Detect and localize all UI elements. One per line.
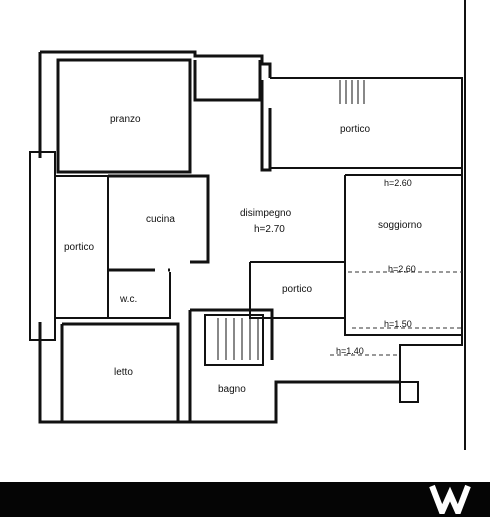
label-portico-mid: portico bbox=[282, 284, 312, 295]
label-soggiorno-height-top: h=2.60 bbox=[384, 178, 412, 188]
room-labels: pranzo portico portico cucina disimpegno… bbox=[64, 114, 422, 395]
walls bbox=[29, 0, 466, 450]
outer-wall bbox=[38, 50, 272, 158]
label-cucina: cucina bbox=[146, 214, 175, 225]
watermark-logo bbox=[429, 484, 471, 514]
label-portico-left: portico bbox=[64, 242, 94, 253]
wall-wc bbox=[107, 270, 171, 319]
label-soggiorno-height-low: h=1.50 bbox=[384, 319, 412, 329]
label-step-height: h=1.40 bbox=[336, 346, 364, 356]
stair-treads bbox=[217, 318, 259, 360]
step-box bbox=[399, 381, 419, 403]
wall-bagno bbox=[188, 308, 274, 422]
label-portico-top: portico bbox=[340, 124, 370, 135]
bottom-black-bar bbox=[0, 482, 490, 517]
label-soggiorno-height-mid: h=2.60 bbox=[388, 264, 416, 274]
label-pranzo: pranzo bbox=[110, 114, 141, 125]
wall-portico-left-inner bbox=[55, 175, 109, 319]
wall-soggiorno bbox=[344, 174, 462, 336]
wall-portico-left bbox=[29, 151, 56, 341]
label-wc: w.c. bbox=[119, 294, 137, 305]
outer-wall-right bbox=[270, 77, 463, 330]
label-bagno: bagno bbox=[218, 384, 246, 395]
wall-letto bbox=[60, 322, 180, 422]
outer-wall-bottom-right bbox=[399, 330, 463, 382]
wall-cucina bbox=[108, 174, 210, 272]
label-letto: letto bbox=[114, 367, 133, 378]
stairs bbox=[217, 80, 365, 360]
wall-portico-top bbox=[269, 108, 462, 169]
label-disimpegno-height: h=2.70 bbox=[254, 224, 285, 235]
dashed-levels bbox=[330, 271, 462, 356]
stairs-box bbox=[204, 314, 264, 366]
wall-pranzo bbox=[56, 58, 192, 174]
outer-wall-bottom bbox=[38, 322, 400, 424]
stair-treads-top bbox=[339, 80, 365, 104]
wall-hall-upper bbox=[193, 60, 272, 172]
label-soggiorno: soggiorno bbox=[378, 220, 422, 231]
label-disimpegno: disimpegno bbox=[240, 208, 292, 219]
